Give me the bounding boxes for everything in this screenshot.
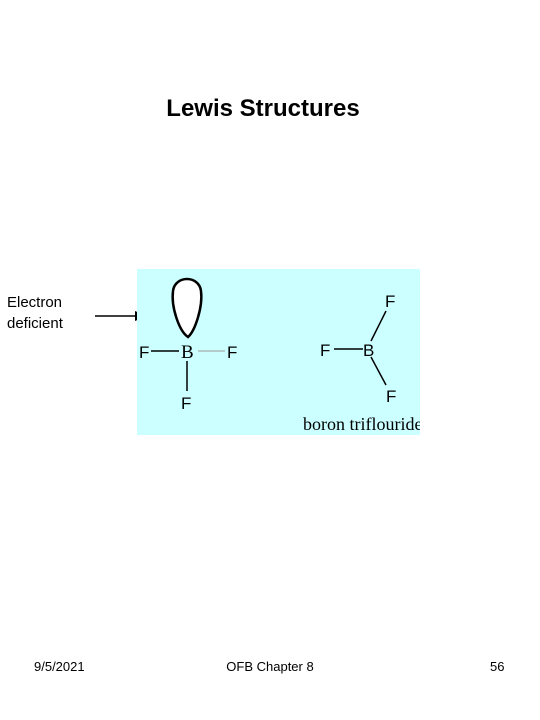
annotation-line-2: deficient xyxy=(7,315,63,332)
annotation-line-1: Electron xyxy=(7,294,63,311)
footer-chapter: OFB Chapter 8 xyxy=(226,659,314,674)
footer-date: 9/5/2021 xyxy=(34,659,85,674)
empty-orbital-lobe xyxy=(171,277,203,339)
bond-right-b-f-upper xyxy=(370,310,387,342)
annotation-electron-deficient: Electron deficient xyxy=(7,292,87,334)
atom-left-f-bottom: F xyxy=(181,394,191,413)
slide-title: Lewis Structures xyxy=(166,95,360,122)
atom-left-f-right: F xyxy=(227,343,237,362)
atom-right-f-upper: F xyxy=(385,292,395,311)
atom-left-f-left: F xyxy=(139,343,149,362)
lewis-structure-figure: F B F F F B F F boron triflouride xyxy=(137,269,420,435)
atom-left-b: B xyxy=(181,342,194,363)
footer-page-number: 56 xyxy=(490,659,505,674)
lewis-structure-drawing: F B F F F B F F boron triflouride xyxy=(137,269,420,435)
figure-caption: boron triflouride xyxy=(303,414,420,434)
atom-right-f-left: F xyxy=(320,341,330,360)
bond-right-b-f-lower xyxy=(370,356,387,386)
atom-right-f-lower: F xyxy=(386,387,396,406)
atom-right-b: B xyxy=(363,341,374,360)
